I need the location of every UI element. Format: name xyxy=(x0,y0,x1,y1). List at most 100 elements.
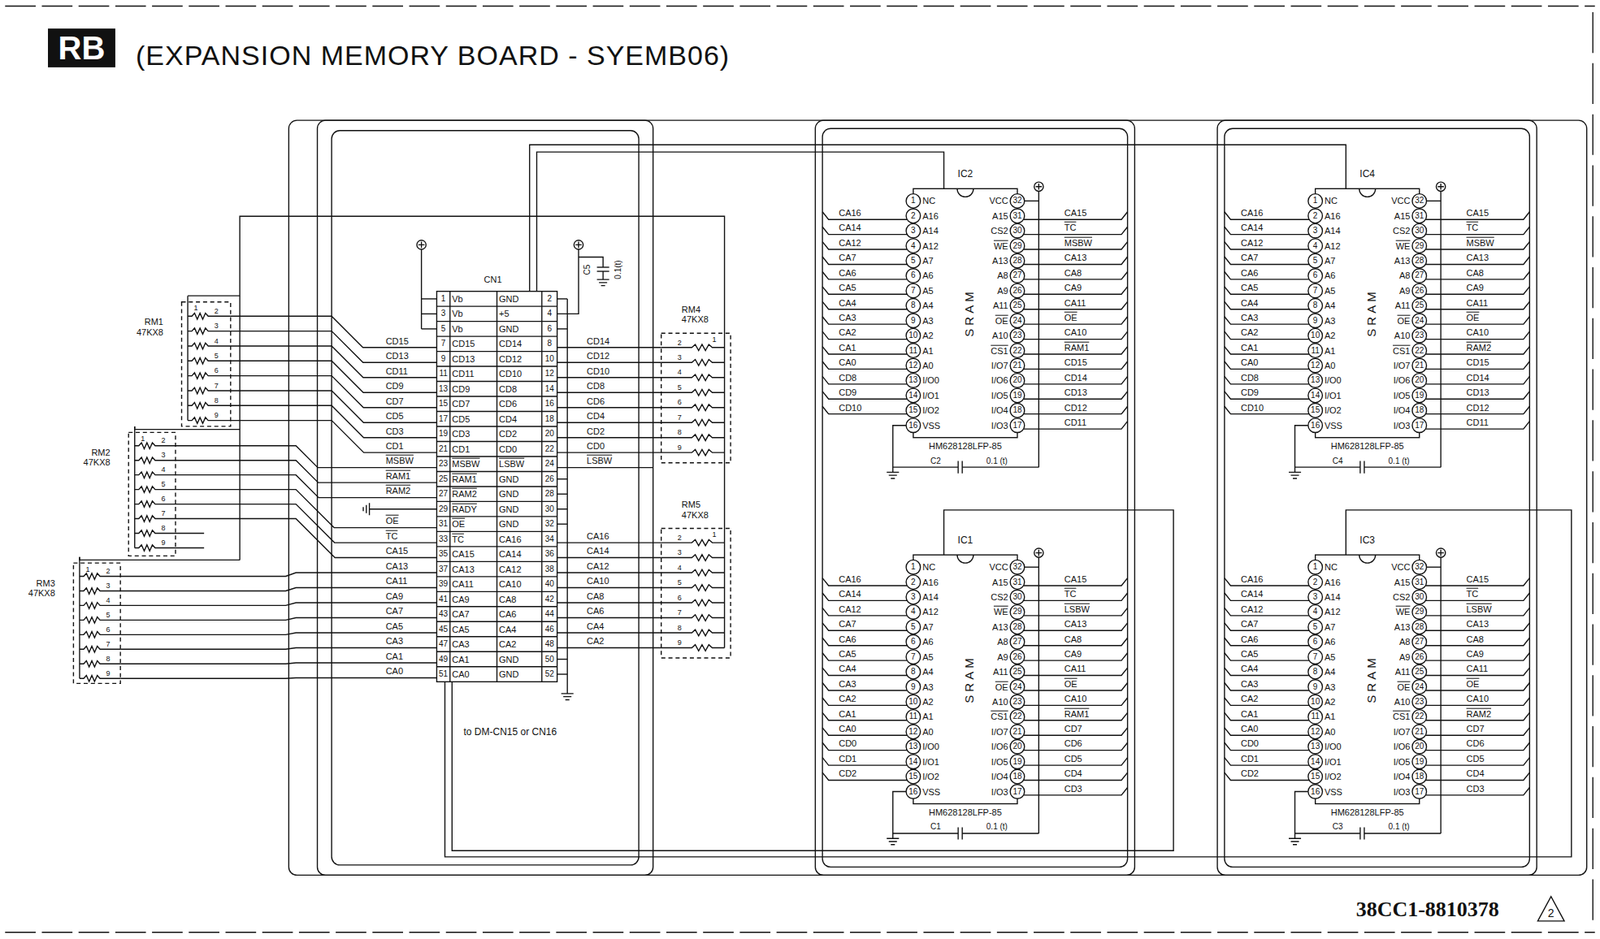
capacitor-symbol xyxy=(597,266,610,268)
wire xyxy=(1295,425,1309,473)
pin-name: I/O1 xyxy=(1324,390,1342,402)
resistor-symbol xyxy=(79,632,121,639)
signal-name: CA6 xyxy=(1240,267,1258,278)
pin-name: A1 xyxy=(1324,345,1336,356)
wire xyxy=(1295,466,1361,468)
component-ref: RM1 47KX8 xyxy=(136,316,164,338)
pin-circle xyxy=(1010,299,1025,314)
signal-name: CA8 xyxy=(1064,633,1082,645)
pin-number: 13 xyxy=(438,384,448,395)
wire xyxy=(962,466,1039,468)
wire xyxy=(557,602,662,603)
wire xyxy=(557,508,569,510)
pin-circle xyxy=(1412,620,1427,635)
pin-number: 5 xyxy=(441,324,447,334)
wire xyxy=(186,295,188,421)
signal-name: CD12 xyxy=(1064,402,1088,413)
pin-name: NC xyxy=(1324,562,1338,573)
pin-name: A6 xyxy=(1324,270,1336,282)
pin-number: 11 xyxy=(1310,712,1319,723)
pin-number: 18 xyxy=(1414,406,1424,417)
signal-name: TC xyxy=(1466,222,1479,234)
pin-circle xyxy=(1412,664,1427,680)
wire xyxy=(822,376,907,384)
pin-number: 32 xyxy=(1414,196,1424,207)
ground-symbol xyxy=(597,279,610,287)
pin-number: 1 xyxy=(712,335,717,344)
pin-number: 3 xyxy=(441,309,447,320)
wire xyxy=(557,392,662,394)
pin-name: A9 xyxy=(1399,651,1410,663)
wire xyxy=(557,647,662,649)
pin-name: A0 xyxy=(922,360,933,372)
signal-name: OE xyxy=(385,515,399,527)
pin-name: OE xyxy=(451,519,465,530)
table-rule xyxy=(436,621,557,623)
wire xyxy=(1224,712,1310,720)
pin-name: CA9 xyxy=(451,594,469,605)
resistor-network-outline xyxy=(661,333,731,464)
pin-circle xyxy=(906,589,921,605)
pin-number: 29 xyxy=(438,504,448,515)
wire xyxy=(822,593,907,601)
pin-circle xyxy=(1010,358,1025,373)
pin-circle xyxy=(1010,605,1025,621)
bus-connector xyxy=(120,572,437,577)
resistor-symbol xyxy=(187,417,231,425)
pin-name: A8 xyxy=(1399,270,1410,282)
signal-name: RAM1 xyxy=(1064,708,1090,720)
pin-number: 16 xyxy=(908,787,918,798)
resistor-symbol xyxy=(661,585,725,592)
pin-number: 27 xyxy=(1012,637,1022,648)
wire xyxy=(557,328,569,330)
pin-circle xyxy=(906,710,921,725)
pin-number: 8 xyxy=(106,654,111,664)
signal-name: CA4 xyxy=(1240,663,1258,675)
capacitor-symbol xyxy=(961,827,963,840)
pin-number: 2 xyxy=(106,567,111,576)
pin-circle xyxy=(1412,784,1427,800)
wire xyxy=(557,478,569,480)
pin-circle xyxy=(1010,710,1025,725)
capacitor-symbol xyxy=(957,827,959,840)
signal-name: CD2 xyxy=(586,425,605,437)
pin-number: 44 xyxy=(545,609,555,620)
signal-name: RAM2 xyxy=(385,485,412,497)
pin-circle xyxy=(906,784,921,800)
wire xyxy=(120,633,437,635)
pin-name: WE xyxy=(1396,607,1411,618)
pin-circle xyxy=(1308,299,1323,314)
bus-frame xyxy=(288,120,1587,876)
capacitor-symbol xyxy=(1359,827,1361,840)
pin-name: VSS xyxy=(1324,420,1343,431)
pin-name: A11 xyxy=(1395,667,1411,678)
pin-name: NC xyxy=(1324,195,1338,207)
pin-circle xyxy=(1412,724,1427,740)
wire xyxy=(1224,653,1310,661)
ground-symbol xyxy=(886,472,899,479)
signal-name: CD4 xyxy=(1064,768,1083,780)
signal-name: CA4 xyxy=(838,297,856,308)
wire xyxy=(230,360,438,393)
power-symbol xyxy=(1435,548,1445,558)
pin-circle xyxy=(906,328,921,343)
pin-circle xyxy=(906,313,921,329)
pin-number: 42 xyxy=(545,594,555,605)
pin-circle xyxy=(1010,575,1025,590)
pin-number: 8 xyxy=(214,396,219,405)
signal-name: CD1 xyxy=(838,754,857,765)
pin-circle xyxy=(1010,650,1025,665)
pin-number: 3 xyxy=(1313,592,1319,603)
wire xyxy=(557,557,662,559)
wire xyxy=(369,508,438,510)
page-border xyxy=(4,932,1595,933)
pin-name: A12 xyxy=(1324,607,1341,618)
pin-name: NC xyxy=(922,562,936,573)
signal-name: CA7 xyxy=(838,619,856,630)
wire xyxy=(822,728,907,736)
signal-name: CA7 xyxy=(1240,252,1258,264)
revision-triangle xyxy=(1537,897,1565,922)
pin-circle xyxy=(1308,769,1323,785)
wire xyxy=(1224,637,1310,646)
